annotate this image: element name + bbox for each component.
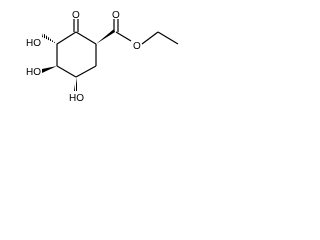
ring-bonds: [56, 31, 97, 78]
hydroxyl-bottom-label: HO: [69, 93, 84, 104]
wedge-bond-ester: [96, 29, 115, 44]
bond-c2-c3: [56, 31, 77, 45]
hash-bond-oh-bottom: [74, 77, 78, 91]
hydroxyl-mid-label: HO: [26, 67, 41, 78]
ester-oxygen-label: O: [133, 41, 141, 52]
bond-ch2-ch3: [157, 31, 179, 45]
structure-canvas: O O O HO HO HO: [0, 0, 199, 142]
bond-c-o-ester: [115, 31, 132, 42]
bond-c5-c6: [75, 65, 97, 78]
carbonyl-double-bond: [113, 19, 119, 32]
hash-bond-oh-top: [42, 33, 57, 44]
bond-c4-c5: [56, 65, 77, 78]
ketone-double-bond: [73, 19, 79, 32]
chemical-structure: O O O HO HO HO: [26, 10, 179, 104]
hydroxyl-top-label: HO: [26, 38, 41, 49]
wedge-bond-oh-mid: [42, 66, 57, 73]
bond-c1-c2: [75, 31, 97, 45]
carbonyl-oxygen-label: O: [112, 10, 120, 21]
bond-o-ch2: [141, 31, 159, 45]
ketone-oxygen-label: O: [72, 10, 80, 21]
